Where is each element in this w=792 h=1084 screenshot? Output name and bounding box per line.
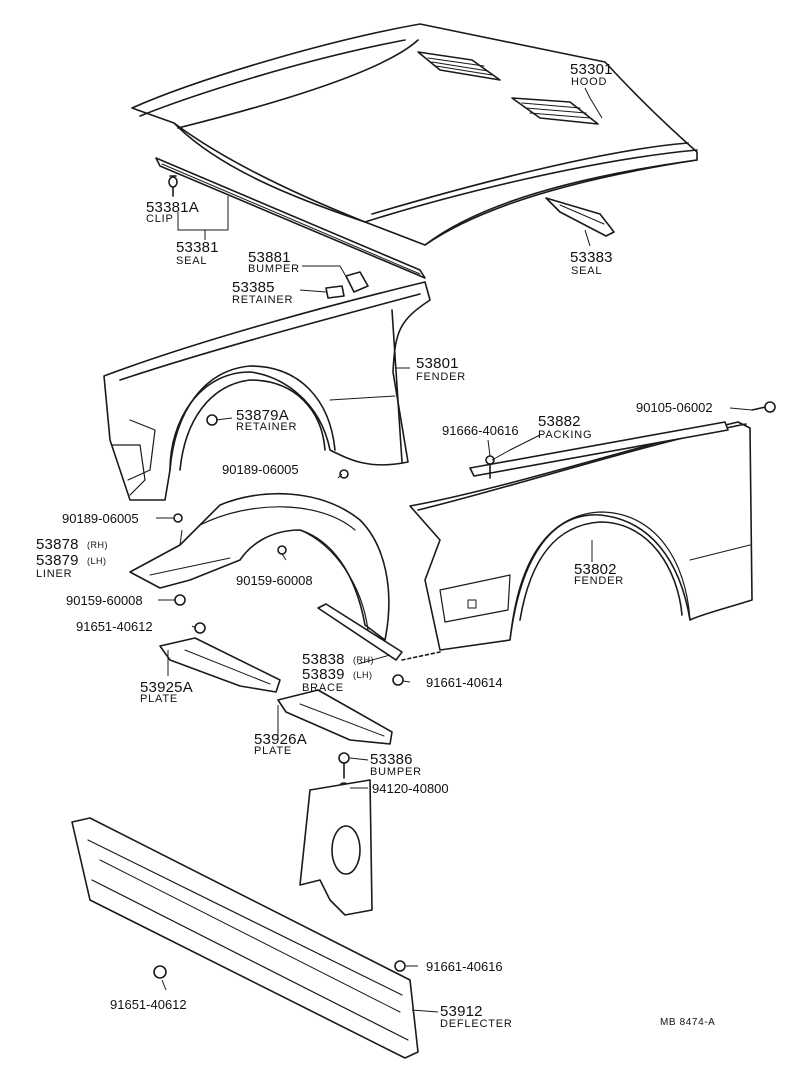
retainer-a-number: 53879A bbox=[236, 407, 289, 424]
bolt-91651-upper-number: 91651-40612 bbox=[76, 619, 153, 634]
deflector bbox=[71, 817, 419, 1059]
plate-53925A bbox=[159, 637, 281, 693]
plate-53926A bbox=[277, 689, 393, 745]
retainer-53879A-part bbox=[206, 414, 218, 426]
support-panel bbox=[299, 779, 373, 916]
fender-rh-number: 53802 bbox=[574, 561, 617, 578]
brace-dashed-line bbox=[401, 651, 441, 661]
reference-code: MB 8474-A bbox=[660, 1017, 716, 1028]
brace-lh-number: 53839 bbox=[302, 666, 345, 683]
hood-vent-right bbox=[511, 97, 599, 125]
fender-lh bbox=[103, 281, 431, 501]
bolt-91661-mid-number: 91661-40614 bbox=[426, 675, 503, 690]
brace-rh-number: 53838 bbox=[302, 651, 345, 668]
hood-bumper-name: BUMPER bbox=[248, 263, 300, 275]
lower-bumper-number: 53386 bbox=[370, 751, 413, 768]
bolt-91661-lower-number: 91661-40616 bbox=[426, 959, 503, 974]
retainer-a-name: RETAINER bbox=[236, 421, 298, 433]
liner-lh-number: 53879 bbox=[36, 552, 79, 569]
screw-90159-mid-part bbox=[277, 545, 287, 555]
liner-lh-suffix: (LH) bbox=[87, 556, 107, 566]
nut-94120-number: 94120-40800 bbox=[372, 781, 449, 796]
clip-name: CLIP bbox=[146, 213, 174, 225]
hood-name: HOOD bbox=[571, 76, 608, 88]
lower-bumper-name: BUMPER bbox=[370, 766, 422, 778]
fender-liner bbox=[129, 492, 390, 641]
side-seal-number: 53383 bbox=[570, 249, 613, 266]
fender-brace bbox=[317, 603, 403, 661]
bolt-91661-lower-part bbox=[394, 960, 406, 972]
bolt-91651-lower-number: 91651-40612 bbox=[110, 997, 187, 1012]
brace-lh-suffix: (LH) bbox=[353, 670, 373, 680]
screw-90189-upper-number: 90189-06005 bbox=[222, 462, 299, 477]
bolt-91651-lower-part bbox=[153, 965, 167, 979]
screw-90159-left-number: 90159-60008 bbox=[66, 593, 143, 608]
deflector-number: 53912 bbox=[440, 1003, 483, 1020]
brace-rh-suffix: (RH) bbox=[353, 655, 374, 665]
front-seal-name: SEAL bbox=[176, 255, 208, 267]
hood-vent-left bbox=[417, 51, 501, 81]
side-seal-strip bbox=[545, 197, 615, 237]
deflector-name: DEFLECTER bbox=[440, 1018, 513, 1030]
plate-b-number: 53926A bbox=[254, 731, 307, 748]
liner-name: LINER bbox=[36, 568, 73, 580]
packing-name: PACKING bbox=[538, 429, 593, 441]
leader-lines bbox=[156, 87, 753, 1013]
side-seal-name: SEAL bbox=[571, 265, 603, 277]
packing-number: 53882 bbox=[538, 413, 581, 430]
retainer-number: 53385 bbox=[232, 279, 275, 296]
screw-90189-upper-part bbox=[339, 469, 349, 479]
plate-b-name: PLATE bbox=[254, 745, 293, 757]
plate-a-name: PLATE bbox=[140, 693, 179, 705]
liner-rh-suffix: (RH) bbox=[87, 540, 108, 550]
bumper-53386-part bbox=[338, 752, 350, 764]
bolt-91666-number: 91666-40616 bbox=[442, 423, 519, 438]
fender-lh-number: 53801 bbox=[416, 355, 459, 372]
clip-head bbox=[168, 176, 178, 188]
brace-name: BRACE bbox=[302, 682, 344, 694]
hood-panel bbox=[131, 23, 698, 246]
front-seal-strip bbox=[155, 157, 426, 279]
fender-rh-name: FENDER bbox=[574, 575, 625, 587]
hood-bumper bbox=[345, 271, 369, 293]
bolt-91651-upper-part bbox=[194, 622, 206, 634]
clip-number: 53381A bbox=[146, 199, 199, 216]
plate-a-number: 53925A bbox=[140, 679, 193, 696]
bolt-91661-mid-part bbox=[392, 674, 404, 686]
retainer-name: RETAINER bbox=[232, 294, 294, 306]
bumper-retainer bbox=[325, 285, 345, 299]
front-seal-number: 53381 bbox=[176, 239, 219, 256]
fender-lh-name: FENDER bbox=[416, 371, 467, 383]
liner-rh-number: 53878 bbox=[36, 536, 79, 553]
screw-90159-mid-number: 90159-60008 bbox=[236, 573, 313, 588]
screw-90189-lower-number: 90189-06005 bbox=[62, 511, 139, 526]
hood-bumper-number: 53881 bbox=[248, 249, 291, 266]
screw-90159-left-part bbox=[174, 594, 186, 606]
packing-strip bbox=[469, 421, 729, 477]
hood-number: 53301 bbox=[570, 61, 613, 78]
screw-90189-lower-part bbox=[173, 513, 183, 523]
bolt-90105-number: 90105-06002 bbox=[636, 400, 713, 415]
